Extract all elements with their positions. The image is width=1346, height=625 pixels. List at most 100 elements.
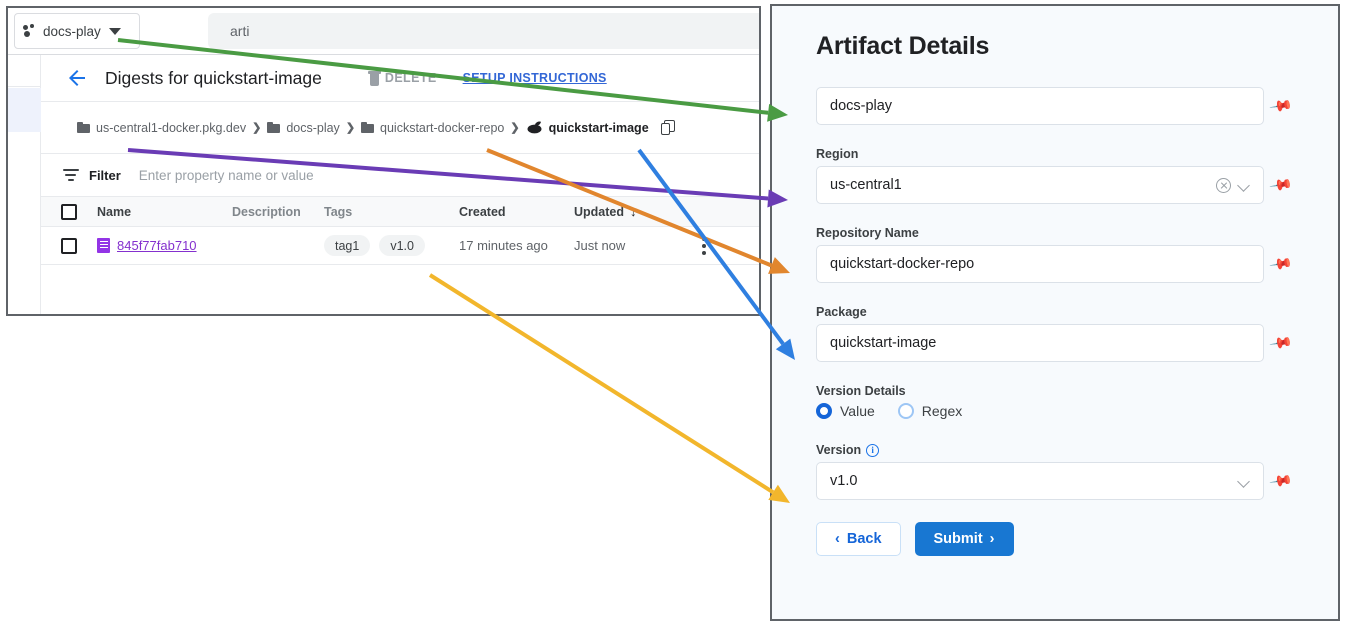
- breadcrumb-label-2: quickstart-docker-repo: [380, 120, 505, 135]
- version-field-group: Version i v1.0 📌: [816, 443, 1298, 500]
- digest-icon: [97, 238, 110, 253]
- tag-chip[interactable]: tag1: [324, 235, 371, 256]
- pin-icon: 📌: [1268, 94, 1294, 119]
- repository-field-group: Repository Name quickstart-docker-repo 📌: [816, 226, 1298, 283]
- row-actions-cell: [692, 236, 759, 255]
- region-label: Region: [816, 147, 859, 161]
- column-header-tags[interactable]: Tags: [324, 204, 353, 219]
- back-button-icon: ‹: [835, 531, 840, 547]
- console-top-bar: docs-play arti: [8, 8, 759, 55]
- trash-icon: [367, 70, 381, 86]
- version-details-label: Version Details: [816, 384, 906, 398]
- setup-instructions-link[interactable]: SETUP INSTRUCTIONS: [462, 71, 607, 85]
- back-arrow-icon[interactable]: [65, 66, 89, 90]
- console-body: Digests for quickstart-image DELETE SETU…: [8, 55, 759, 314]
- radio-option-regex[interactable]: Regex: [897, 403, 963, 419]
- radio-regex-indicator: [897, 403, 914, 419]
- docker-icon: [527, 121, 542, 134]
- repository-field-value: quickstart-docker-repo: [830, 256, 975, 272]
- radio-regex-label: Regex: [921, 403, 963, 419]
- panel-title: Artifact Details: [816, 32, 990, 60]
- row-select-cell: [41, 237, 97, 254]
- page-header-actions: DELETE SETUP INSTRUCTIONS: [367, 70, 607, 86]
- row-created-cell: 17 minutes ago: [459, 238, 548, 253]
- version-details-group: Version Details Value Regex: [816, 384, 1298, 419]
- row-checkbox[interactable]: [61, 237, 77, 254]
- breadcrumb: us-central1-docker.pkg.dev ❯ docs-play ❯…: [41, 102, 759, 154]
- delete-button-label: DELETE: [384, 71, 437, 85]
- package-pin-button[interactable]: 📌: [1264, 324, 1298, 362]
- chevron-down-icon: [108, 27, 121, 35]
- breadcrumb-item-2[interactable]: quickstart-docker-repo: [361, 121, 504, 135]
- copy-icon[interactable]: [660, 120, 675, 135]
- folder-icon: [267, 122, 281, 133]
- search-input[interactable]: arti: [208, 13, 759, 49]
- package-field[interactable]: quickstart-image: [816, 324, 1264, 362]
- digest-link-label: 845f77fab710: [117, 238, 197, 253]
- select-all-cell: [41, 203, 97, 220]
- repository-pin-button[interactable]: 📌: [1264, 245, 1298, 283]
- artifact-details-panel: Artifact Details docs-play 📌 Region us-c…: [770, 4, 1340, 621]
- region-pin-button[interactable]: 📌: [1264, 166, 1298, 204]
- project-field-group: docs-play 📌: [816, 87, 1298, 125]
- submit-button[interactable]: Submit ›: [914, 522, 1014, 556]
- pin-icon: 📌: [1268, 331, 1294, 356]
- radio-value-label: Value: [840, 403, 875, 419]
- region-field-value: us-central1: [830, 177, 902, 193]
- chevron-down-icon[interactable]: [1239, 476, 1250, 487]
- repository-field[interactable]: quickstart-docker-repo: [816, 245, 1264, 283]
- search-input-value: arti: [230, 23, 250, 39]
- sort-descending-icon: ↓: [630, 204, 637, 219]
- radio-option-value[interactable]: Value: [816, 403, 875, 419]
- column-header-updated[interactable]: Updated ↓: [574, 204, 692, 219]
- more-options-icon[interactable]: [702, 236, 706, 255]
- left-nav-rail: [8, 55, 41, 314]
- chevron-down-icon[interactable]: [1239, 180, 1250, 191]
- rail-selected-item[interactable]: [8, 88, 41, 132]
- tag-chip[interactable]: v1.0: [379, 235, 425, 256]
- project-selector[interactable]: docs-play: [14, 13, 140, 49]
- submit-button-icon: ›: [989, 531, 995, 547]
- breadcrumb-label-0: us-central1-docker.pkg.dev: [96, 120, 247, 135]
- version-field[interactable]: v1.0: [816, 462, 1264, 500]
- breadcrumb-item-1[interactable]: docs-play: [267, 121, 340, 135]
- row-updated-cell: Just now: [574, 238, 626, 253]
- column-header-description[interactable]: Description: [232, 204, 301, 219]
- select-all-checkbox[interactable]: [61, 203, 77, 220]
- delete-button[interactable]: DELETE: [367, 70, 437, 86]
- rail-divider: [8, 86, 41, 87]
- filter-icon: [63, 169, 79, 181]
- version-label: Version i: [816, 443, 1298, 457]
- region-field-group: Region us-central1 📌: [816, 147, 1298, 204]
- column-header-name[interactable]: Name: [97, 204, 132, 219]
- version-field-value: v1.0: [830, 473, 858, 489]
- row-name-cell: 845f77fab710: [97, 238, 232, 253]
- submit-button-label: Submit: [933, 531, 983, 547]
- column-header-created[interactable]: Created: [459, 204, 506, 219]
- project-field[interactable]: docs-play: [816, 87, 1264, 125]
- form-actions: ‹ Back Submit ›: [816, 522, 1298, 556]
- clear-icon[interactable]: [1216, 177, 1231, 193]
- breadcrumb-item-0[interactable]: us-central1-docker.pkg.dev: [77, 121, 246, 135]
- filter-input[interactable]: Enter property name or value: [138, 167, 314, 183]
- region-field[interactable]: us-central1: [816, 166, 1264, 204]
- project-selector-label: docs-play: [43, 23, 101, 39]
- breadcrumb-item-3[interactable]: quickstart-image: [526, 121, 649, 135]
- gcp-console-window: docs-play arti Digests for quickstart-im…: [6, 6, 761, 316]
- digest-link[interactable]: 845f77fab710: [97, 238, 232, 253]
- breadcrumb-label-3: quickstart-image: [548, 120, 649, 135]
- version-pin-button[interactable]: 📌: [1264, 462, 1298, 500]
- page-title: Digests for quickstart-image: [105, 67, 322, 88]
- info-icon[interactable]: i: [866, 443, 880, 457]
- digests-table: Name Description Tags Created Updated ↓: [41, 197, 759, 314]
- package-label: Package: [816, 305, 867, 319]
- breadcrumb-separator-0: ❯: [252, 122, 262, 134]
- filter-label: Filter: [89, 167, 121, 183]
- table-row[interactable]: 845f77fab710 tag1 v1.0 17 minutes ago Ju…: [41, 227, 759, 265]
- project-pin-button[interactable]: 📌: [1264, 87, 1298, 125]
- row-tags-cell: tag1 v1.0: [324, 235, 459, 256]
- back-button[interactable]: ‹ Back: [816, 522, 901, 556]
- project-field-value: docs-play: [830, 98, 893, 114]
- repository-label: Repository Name: [816, 226, 919, 240]
